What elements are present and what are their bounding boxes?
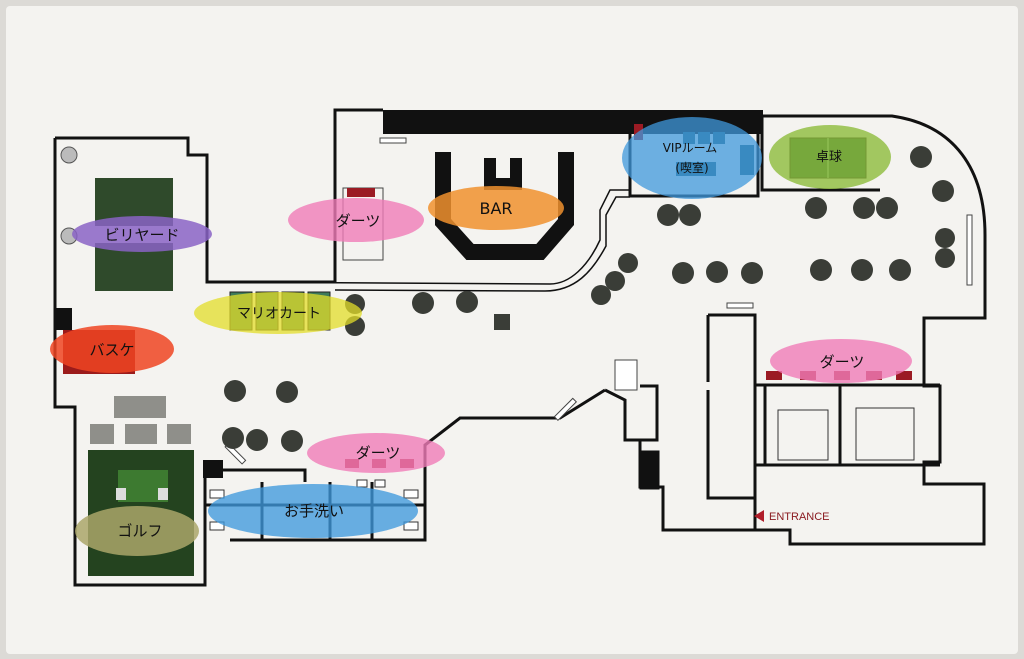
zone-basket [50, 325, 174, 373]
label-basket: バスケ [89, 341, 134, 359]
label-restroom: お手洗い [284, 502, 344, 520]
zone-pingpong [769, 125, 891, 189]
service-block [639, 450, 660, 490]
zone-highlights [50, 117, 912, 556]
entrance-label: ENTRANCE [769, 511, 830, 523]
bar-corridor-wall [206, 189, 630, 285]
label-darts-bar: ダーツ [336, 212, 381, 230]
label-pingpong: 卓球 [816, 150, 842, 165]
entrance-marker: ENTRANCE [754, 510, 830, 523]
label-golf: ゴルフ [117, 522, 162, 540]
zone-bar [428, 186, 564, 230]
round-tables [60, 146, 955, 452]
right-rooms-wall [706, 313, 940, 500]
bar-corridor-wall-inner [334, 196, 630, 292]
arrow-left-icon [754, 510, 764, 522]
lower-corridor-wall [230, 388, 606, 542]
left-wall-block [55, 308, 72, 330]
label-mario-kart: マリオカート [237, 306, 321, 322]
service-area-wall [640, 384, 659, 442]
label-bar: BAR [479, 199, 512, 218]
zone-vip [622, 117, 762, 199]
pingpong-room-wall [760, 116, 880, 192]
left-outer-wall [53, 138, 307, 587]
zone-darts-lower [307, 433, 445, 473]
zone-billiards [72, 216, 212, 252]
left-wing-wall [55, 108, 383, 284]
label-darts-lower: ダーツ [356, 444, 401, 462]
zone-mario-kart [194, 292, 362, 334]
label-billiards: ビリヤード [104, 226, 179, 244]
label-darts-right: ダーツ [820, 353, 865, 371]
zone-restroom [208, 484, 418, 538]
top-right-wall [604, 114, 987, 546]
thin-details [224, 137, 973, 465]
golf-wall-block [203, 460, 223, 478]
right-rooms-divider [755, 385, 940, 467]
label-vip-1: VIPルーム [663, 141, 718, 155]
label-vip-2: (喫室) [675, 160, 708, 175]
zone-labels: ビリヤード ダーツ BAR VIPルーム (喫室) 卓球 マリオカート バスケ … [89, 141, 864, 540]
zone-darts-right [770, 339, 912, 383]
zone-darts-bar [288, 198, 424, 242]
bar-sink [484, 158, 522, 190]
zone-golf [75, 506, 199, 556]
